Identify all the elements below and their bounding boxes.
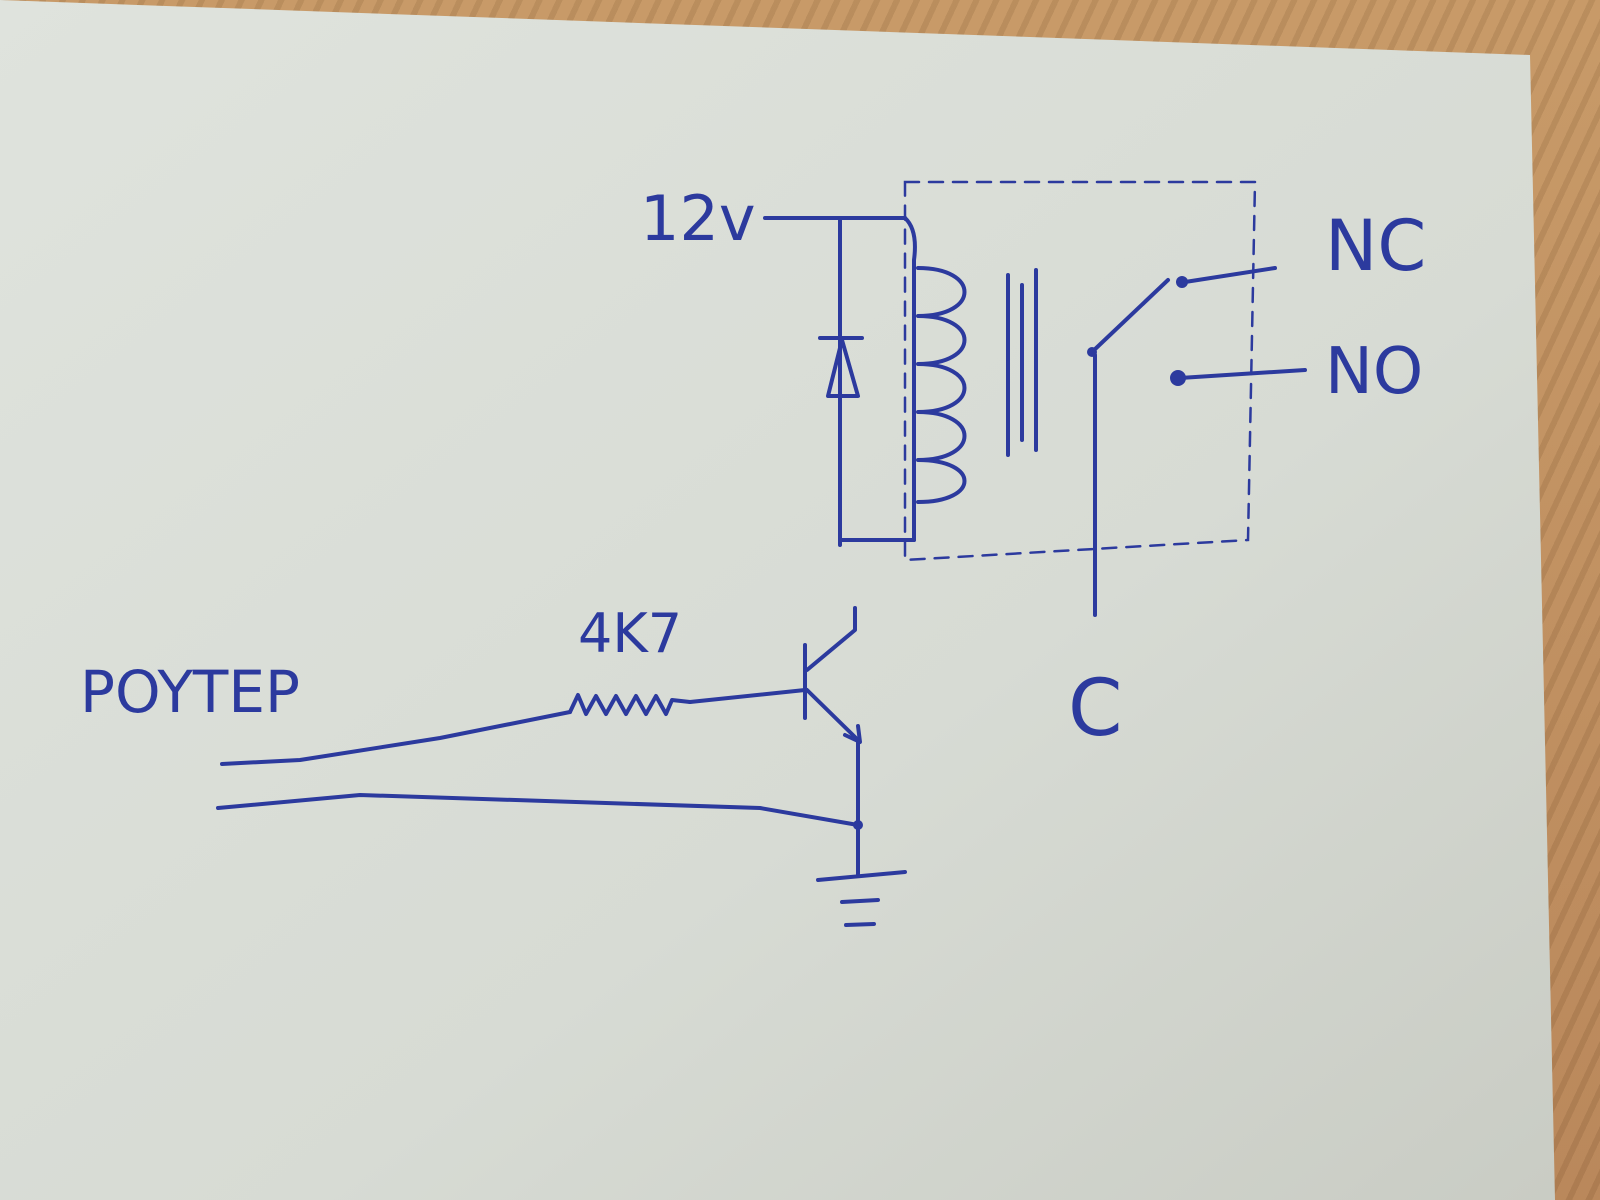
- resistor-label: 4K7: [578, 602, 682, 665]
- ground-symbol: [816, 828, 907, 927]
- coil-top-wire: [903, 216, 917, 542]
- relay-enclosure: [903, 180, 1257, 562]
- paper-sheet: [0, 0, 1555, 1200]
- nc-contact-dot: [1176, 276, 1188, 288]
- common-label: C: [1068, 664, 1122, 754]
- emitter-junction-dot: [853, 820, 863, 830]
- no-wire: [1178, 368, 1307, 380]
- nc-label: NC: [1325, 205, 1426, 287]
- relay-core: [1006, 268, 1038, 457]
- switch-pivot-dot: [1087, 347, 1097, 357]
- nc-wire: [1183, 266, 1277, 284]
- supply-label: 12v: [640, 182, 756, 255]
- input-wire-top: [220, 710, 572, 766]
- resistor-4k7: [568, 693, 692, 716]
- switch-arm: [1090, 278, 1170, 354]
- input-label: POYTEP: [80, 658, 300, 726]
- relay-coil: [916, 266, 967, 504]
- base-wire: [688, 688, 807, 704]
- no-label: NO: [1325, 335, 1423, 409]
- input-wire-bottom: [216, 793, 860, 827]
- no-contact-dot: [1170, 370, 1186, 386]
- flyback-diode: [818, 336, 864, 398]
- npn-transistor: [803, 606, 862, 832]
